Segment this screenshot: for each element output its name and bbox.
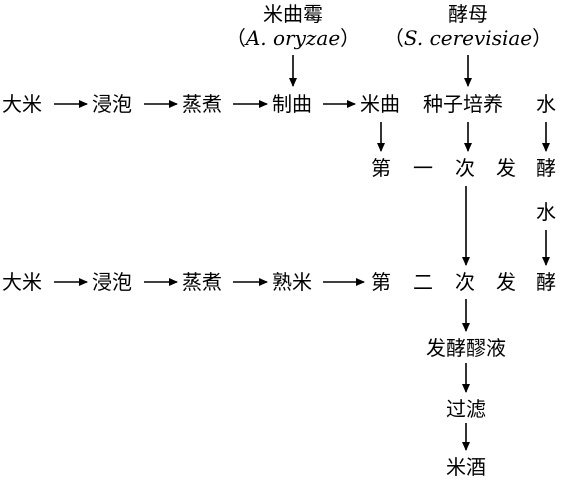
- first-ferm-char-3: 次: [455, 156, 475, 180]
- first-ferm-char-2: 一: [413, 156, 433, 180]
- koji-mold-name: 米曲霉: [263, 2, 323, 26]
- second-ferm-char-3: 次: [455, 270, 475, 294]
- row1-rice: 大米: [2, 92, 42, 116]
- first-ferm-char-1: 第: [371, 156, 391, 180]
- row1-seed-culture: 种子培养: [423, 92, 503, 116]
- row2-cooked-rice: 熟米: [272, 270, 312, 294]
- row2-rice: 大米: [2, 270, 42, 294]
- row1-soak: 浸泡: [92, 92, 132, 116]
- water-2: 水: [536, 200, 556, 224]
- koji-mold-latin: （A. oryzae）: [225, 26, 361, 50]
- filtration: 过滤: [446, 397, 486, 421]
- row2-soak: 浸泡: [92, 270, 132, 294]
- row2-steam: 蒸煮: [182, 270, 222, 294]
- second-ferm-char-4: 发: [496, 270, 516, 294]
- second-ferm-char-2: 二: [413, 270, 433, 294]
- row1-rice-koji: 米曲: [360, 92, 400, 116]
- row1-koji-making: 制曲: [272, 92, 312, 116]
- yeast-latin: （S. cerevisiae）: [383, 26, 553, 50]
- rice-wine-product: 米酒: [446, 455, 486, 479]
- first-ferm-char-4: 发: [496, 156, 516, 180]
- row1-water: 水: [536, 92, 556, 116]
- second-ferm-char-5: 酵: [536, 270, 556, 294]
- second-ferm-char-1: 第: [371, 270, 391, 294]
- fermented-mash: 发酵醪液: [426, 336, 506, 360]
- row1-steam: 蒸煮: [182, 92, 222, 116]
- yeast-name: 酵母: [448, 2, 488, 26]
- first-ferm-char-5: 酵: [536, 156, 556, 180]
